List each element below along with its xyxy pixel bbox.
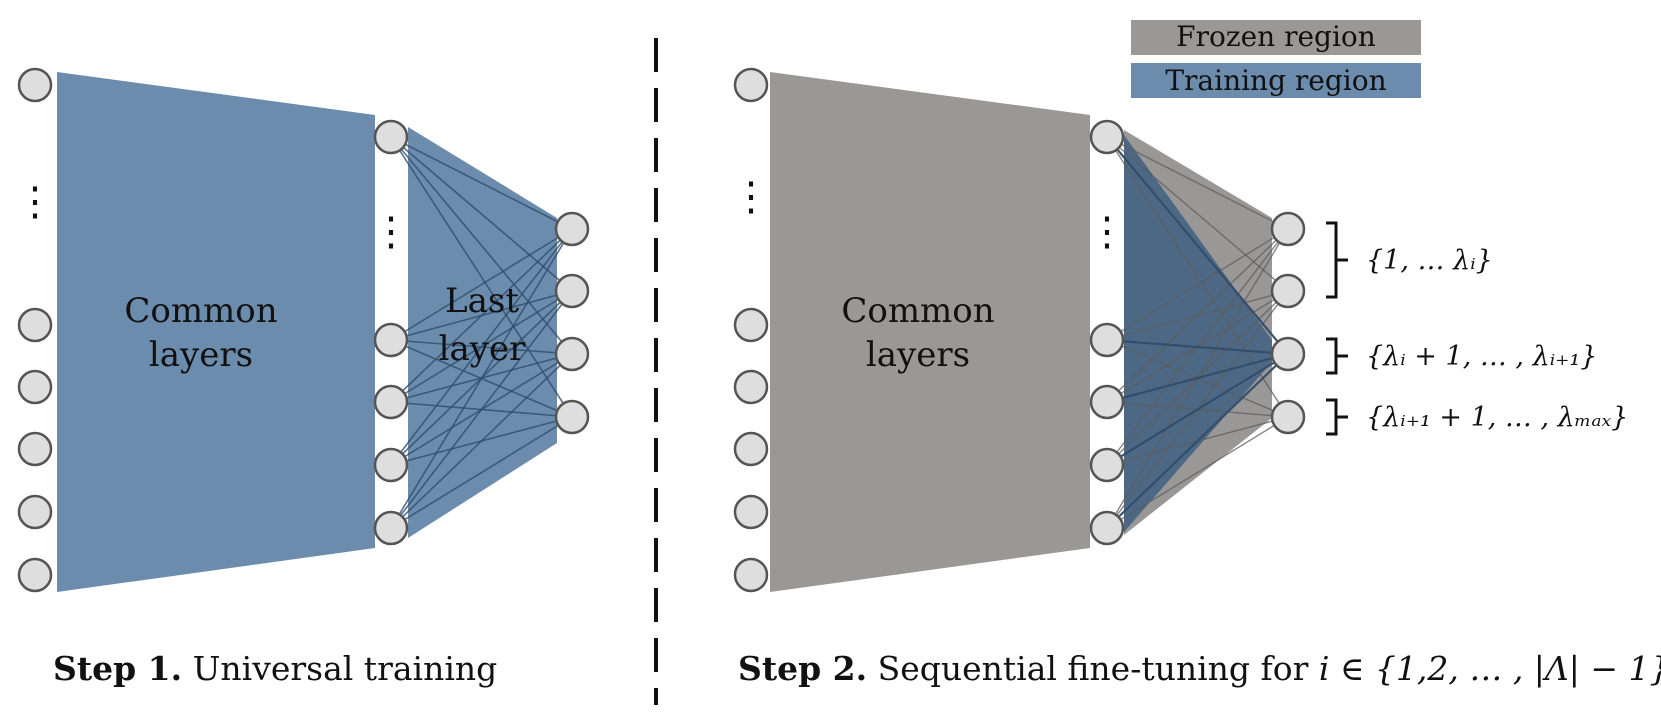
step2-frozen-edge-h1-o4 [1106,136,1289,418]
step2-input-node-5 [733,494,769,530]
step2-output-node-3 [1270,336,1306,372]
step1-edge-h5-o2 [390,290,573,529]
step2-training-edge-h1-o3 [1106,136,1289,355]
step2-output-node-4 [1270,399,1306,435]
step2-hidden-node-3 [1089,384,1125,420]
legend-frozen-swatch [1131,20,1421,55]
step1-edge-h1-o4 [390,136,573,418]
step1-input-ellipsis: ⋮ [15,179,55,225]
step1-last-layer-edges [390,136,573,529]
step1-edge-h5-o1 [390,228,573,529]
step1-nodes [17,67,590,593]
step2-input-node-6 [733,557,769,593]
step1-hidden-node-5 [373,510,409,546]
step1-hidden-node-3 [373,384,409,420]
step2-output-node-1 [1270,211,1306,247]
step2-training-edge-h2-o3 [1106,338,1289,356]
step1-edge-h5-o3 [390,353,573,529]
step2-frozen-edge-h1-o2 [1106,136,1289,292]
step2-input-ellipsis: ⋮ [731,174,771,220]
step2-training-edge-h3-o3 [1106,352,1289,404]
step2-common-layers-region [770,72,1090,592]
step2-training-edge-h5-o3 [1106,353,1289,529]
group1-label: {1, … λᵢ} [1366,245,1493,276]
step1-input-node-2 [17,307,53,343]
step2-frozen-edge-h1-o1 [1106,136,1289,230]
step1-network: ⋮ ⋮ Common layers Last layer [15,67,590,593]
step2-input-node-4 [733,431,769,467]
step2-hidden-node-5 [1089,510,1125,546]
step2-training-edge-h4-o3 [1106,353,1289,466]
step1-edge-h4-o1 [390,228,573,466]
step1-common-label-line2: layers [149,335,253,375]
step1-edge-h1-o3 [390,136,573,355]
step2-last-layer-edges [1106,136,1289,529]
group2-brace [1326,337,1348,375]
step1-input-node-6 [17,557,53,593]
legend-training-label: Training region [1165,64,1386,97]
step2-hidden-node-4 [1089,447,1125,483]
step2-frozen-edge-h5-o4 [1106,416,1289,529]
step2-input-node-1 [733,67,769,103]
step2-frozen-edge-h2-o1 [1106,228,1289,341]
group2-label: {λᵢ + 1, … , λᵢ₊₁} [1366,341,1597,372]
step2-common-label-line2: layers [866,335,970,375]
step1-hidden-node-2 [373,322,409,358]
step1-input-node-3 [17,369,53,405]
step2-hidden-ellipsis: ⋮ [1087,209,1127,255]
step2-common-label-line1: Common [841,291,994,331]
step2-input-node-3 [733,369,769,405]
step1-input-node-5 [17,494,53,530]
step1-last-label-line1: Last [445,281,519,321]
step2-input-node-2 [733,307,769,343]
step1-edge-h1-o1 [390,136,573,230]
group3-brace [1326,398,1348,436]
step1-output-node-4 [554,399,590,435]
step2-caption-text: Sequential fine-tuning for [867,649,1319,688]
step1-last-label-line2: layer [439,329,526,369]
step1-edge-h2-o1 [390,228,573,341]
group1-brace [1326,221,1348,299]
legend-training-swatch [1131,63,1421,98]
step1-output-node-3 [554,336,590,372]
step2-nodes [733,67,1306,593]
step1-hidden-ellipsis: ⋮ [371,209,411,255]
group3-label: {λᵢ₊₁ + 1, … , λₘₐₓ} [1366,402,1628,433]
step1-edge-h3-o1 [390,228,573,403]
step2-output-node-2 [1270,273,1306,309]
step1-caption-text: Universal training [182,649,497,688]
step2-hidden-node-1 [1089,119,1125,155]
step1-hidden-node-1 [373,119,409,155]
legend-frozen-label: Frozen region [1176,20,1376,53]
step1-output-node-2 [554,273,590,309]
step1-caption-bold: Step 1. [53,649,182,688]
step1-common-layers-region [57,72,375,592]
step1-common-label-line1: Common [124,291,277,331]
step1-output-node-1 [554,211,590,247]
step2-network: ⋮ ⋮ Common layers {1, … λᵢ} {λᵢ + 1, … ,… [731,67,1628,593]
step1-hidden-node-4 [373,447,409,483]
step1-input-node-4 [17,431,53,467]
step2-caption-bold: Step 2. [738,649,867,688]
step1-last-layer-region [408,127,557,538]
step2-frozen-edge-h3-o1 [1106,228,1289,403]
step2-caption: Step 2. Sequential fine-tuning for i ∈ {… [738,649,1661,688]
step2-hidden-node-2 [1089,322,1125,358]
step1-input-node-1 [17,67,53,103]
step2-caption-math: i ∈ {1,2, … , |Λ| − 1} [1319,649,1661,688]
step1-edge-h1-o2 [390,136,573,292]
step1-caption: Step 1. Universal training [53,649,497,688]
step1-edge-h5-o4 [390,416,573,529]
